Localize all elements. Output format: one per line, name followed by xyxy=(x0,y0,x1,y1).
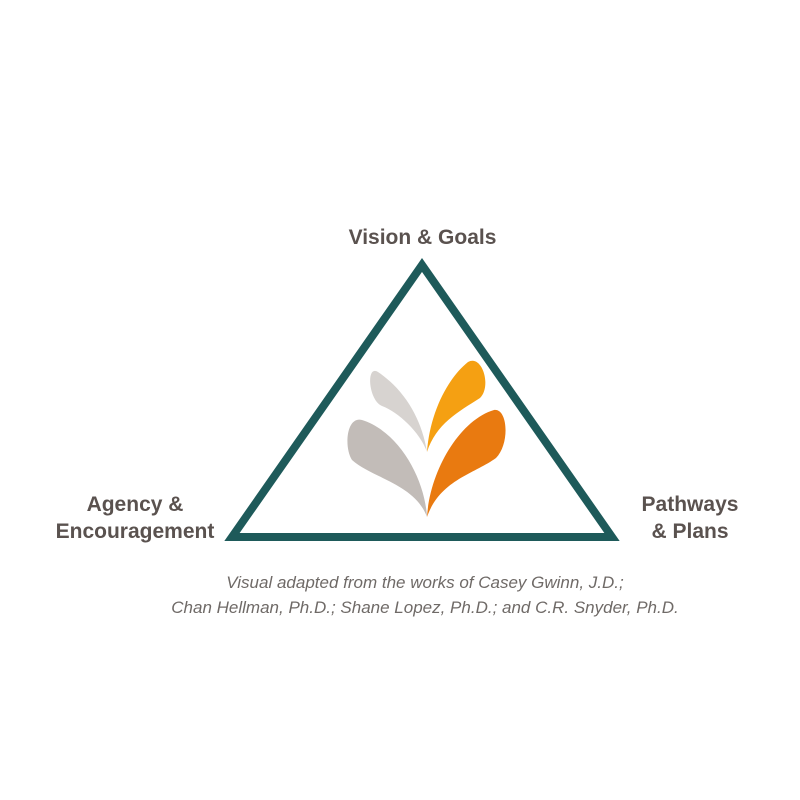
pathways-line-1: Pathways xyxy=(641,493,739,516)
pathways-plans-label: Pathways & Plans xyxy=(610,491,770,545)
agency-encouragement-label: Agency & Encouragement xyxy=(40,491,230,545)
petal-upper-left xyxy=(370,370,427,452)
petal-lower-right xyxy=(427,409,506,517)
vision-goals-text: Vision & Goals xyxy=(348,226,497,249)
agency-line-1: Agency & xyxy=(86,493,184,516)
petal-lower-left xyxy=(347,419,427,517)
caption-line-1: Visual adapted from the works of Casey G… xyxy=(226,573,624,592)
triangle-frame xyxy=(224,258,620,541)
hope-sprout-icon xyxy=(347,360,506,517)
caption-line-2: Chan Hellman, Ph.D.; Shane Lopez, Ph.D.;… xyxy=(171,598,679,617)
agency-line-2: Encouragement xyxy=(55,520,215,543)
pathways-line-2: & Plans xyxy=(651,520,729,543)
attribution-caption: Visual adapted from the works of Casey G… xyxy=(0,570,800,620)
vision-goals-label: Vision & Goals xyxy=(0,224,800,251)
petal-upper-right xyxy=(427,360,486,452)
